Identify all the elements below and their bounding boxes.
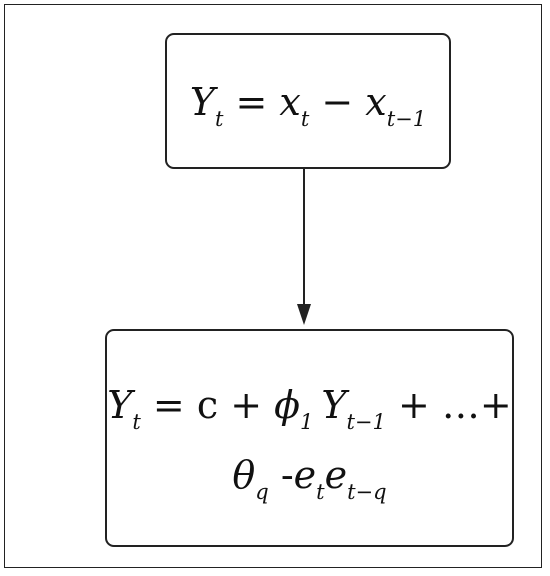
formula-subscript-t: t xyxy=(300,107,310,131)
arma-formula-line-2: θq -etet−q xyxy=(107,453,512,503)
connector-arrow xyxy=(297,167,311,325)
arrow-head xyxy=(297,304,311,325)
differencing-formula-box: Yt = xt − xt−1 xyxy=(165,33,451,169)
formula-symbol-e: e xyxy=(324,453,348,497)
formula-subscript-t: t xyxy=(316,480,325,504)
formula-subscript-t: t xyxy=(214,107,224,131)
formula-subscript-t-minus-1: t−1 xyxy=(346,410,386,434)
formula-subscript-q: q xyxy=(255,480,269,504)
formula-dash: - xyxy=(268,453,294,497)
formula-symbol-x: x xyxy=(279,80,301,124)
formula-symbol-y: Y xyxy=(107,383,133,427)
formula-subscript-t-minus-1: t−1 xyxy=(386,107,427,131)
formula-subscript-1: 1 xyxy=(300,410,314,434)
formula-ellipsis-plus: + …+ xyxy=(385,383,512,427)
formula-symbol-phi: ϕ xyxy=(274,383,301,427)
formula-symbol-theta: θ xyxy=(232,453,256,497)
formula-subscript-t-minus-q: t−q xyxy=(347,480,387,504)
formula-equals: = xyxy=(223,80,280,124)
formula-symbol-y: Y xyxy=(321,383,347,427)
formula-minus: − xyxy=(309,80,366,124)
formula-symbol-x: x xyxy=(365,80,387,124)
formula-subscript-t: t xyxy=(132,410,141,434)
formula-equals: = xyxy=(140,383,197,427)
formula-constant-c: c xyxy=(196,383,219,427)
formula-symbol-e: e xyxy=(293,453,317,497)
formula-symbol-y: Y xyxy=(189,80,215,124)
formula-plus: + xyxy=(218,383,275,427)
differencing-formula: Yt = xt − xt−1 xyxy=(167,80,449,130)
